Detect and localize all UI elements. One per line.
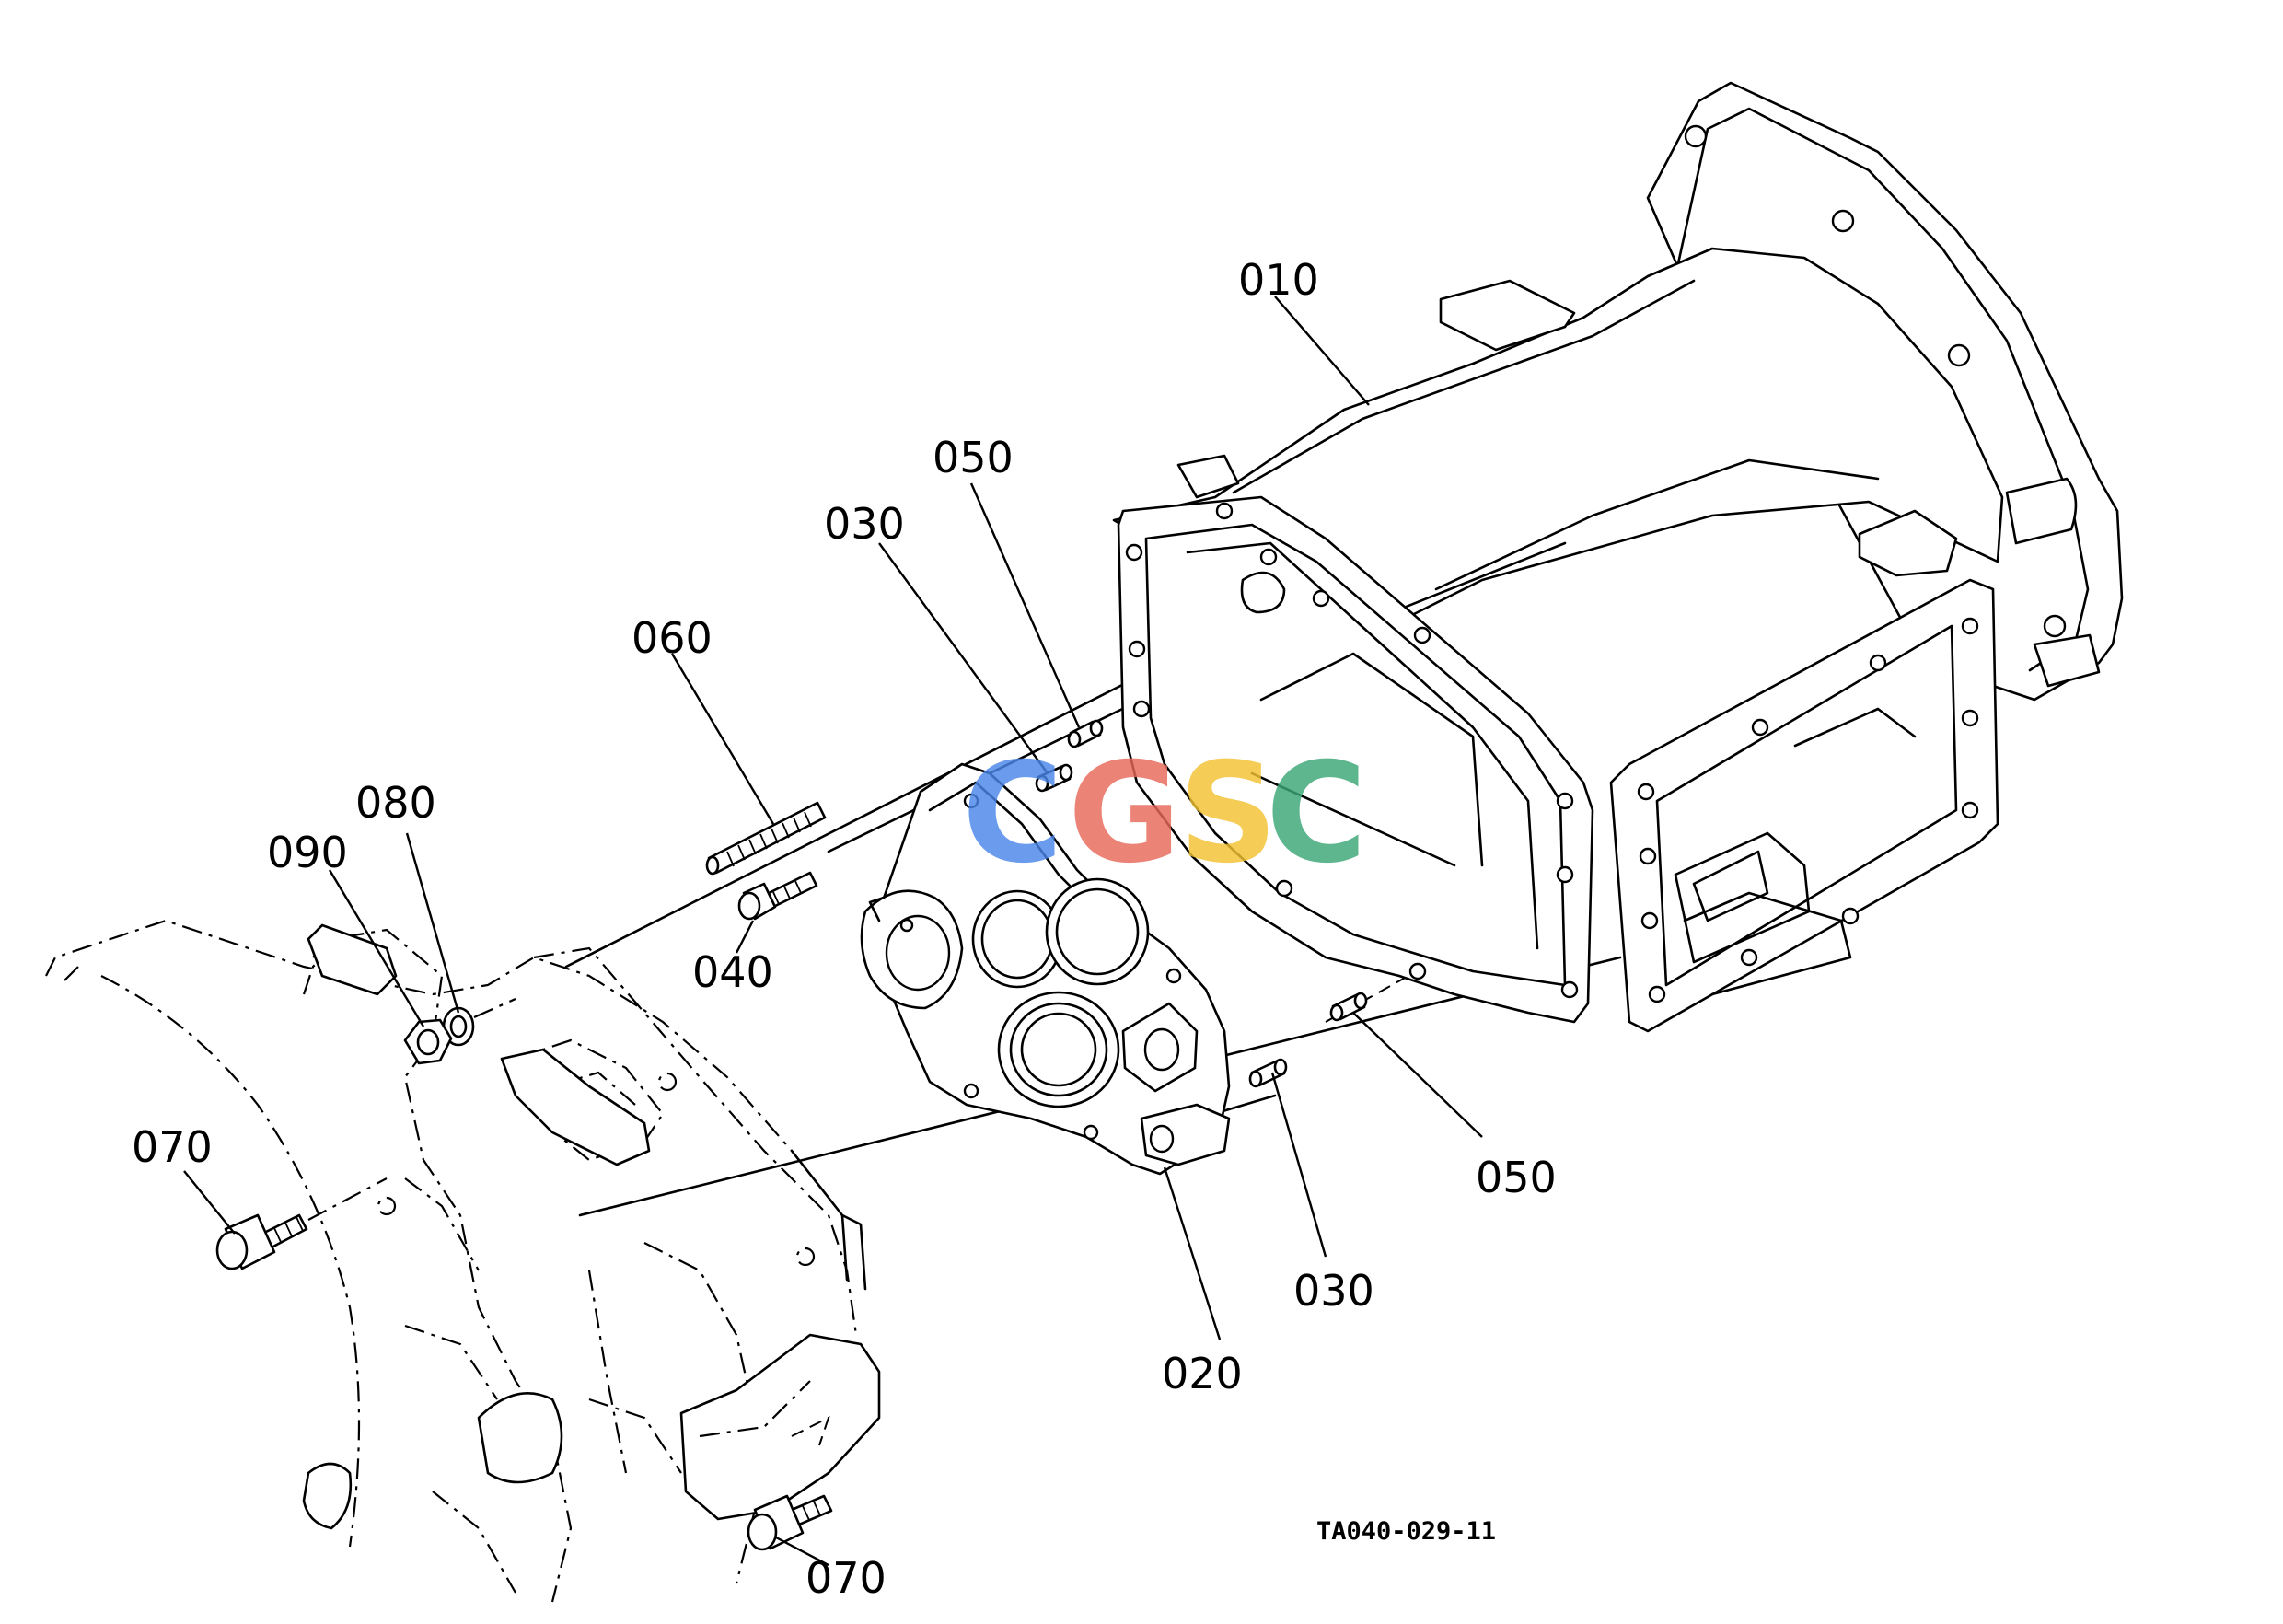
bolt-070-bottom	[747, 1494, 833, 1551]
stud-bolt-060	[705, 801, 827, 876]
dowel-pins	[1035, 719, 1368, 1088]
callout-040: 040	[692, 947, 773, 997]
washer-080	[442, 997, 516, 1047]
leader-080	[405, 832, 460, 1014]
callout-030-top: 030	[824, 499, 905, 549]
callout-060: 060	[632, 613, 713, 663]
dowel-pin-050-bottom	[1329, 992, 1368, 1022]
callout-090: 090	[267, 828, 348, 877]
leader-070-left	[183, 1170, 236, 1235]
leader-010	[1274, 296, 1370, 406]
leader-lines	[183, 296, 1483, 1567]
dowel-pin-050-top	[1067, 719, 1104, 748]
callout-070-left: 070	[132, 1122, 213, 1172]
callout-labels: 010 020 030 030 040 050 050 060 070 070 …	[132, 255, 1557, 1603]
leader-070-bottom	[775, 1536, 829, 1567]
watermark-letter-s: S	[1178, 734, 1278, 894]
callout-070-bottom: 070	[805, 1553, 887, 1603]
callout-050-top: 050	[933, 433, 1014, 482]
callout-030-bottom: 030	[1293, 1266, 1374, 1316]
watermark-letter-c1: C	[962, 734, 1063, 894]
callout-020: 020	[1162, 1349, 1243, 1398]
clutch-housing	[45, 919, 881, 1603]
bearing-housing	[860, 762, 1231, 1176]
cgsc-watermark: C G S C	[962, 734, 1367, 894]
leader-020	[1163, 1166, 1222, 1340]
leader-090	[328, 869, 425, 1027]
dowel-pin-030-bottom	[1248, 1058, 1288, 1088]
watermark-letter-g: G	[1068, 734, 1181, 894]
bolt-040	[737, 871, 818, 921]
transmission-case	[1112, 81, 2124, 1033]
leader-050-top	[969, 482, 1081, 728]
callout-080: 080	[355, 778, 436, 828]
nut-090	[403, 1018, 453, 1065]
leader-060	[670, 653, 775, 825]
bolt-070-left	[215, 1177, 388, 1270]
figure-reference: TA040-029-11	[1316, 1517, 1496, 1546]
leader-030-top	[878, 542, 1049, 774]
watermark-letter-c2: C	[1266, 734, 1367, 894]
dowel-pin-030-top	[1035, 763, 1073, 793]
leader-050-bottom	[1352, 1012, 1483, 1138]
leader-030-bottom	[1270, 1072, 1327, 1258]
callout-010: 010	[1238, 255, 1319, 305]
callout-050-bottom: 050	[1476, 1153, 1557, 1202]
leader-040	[735, 920, 755, 954]
